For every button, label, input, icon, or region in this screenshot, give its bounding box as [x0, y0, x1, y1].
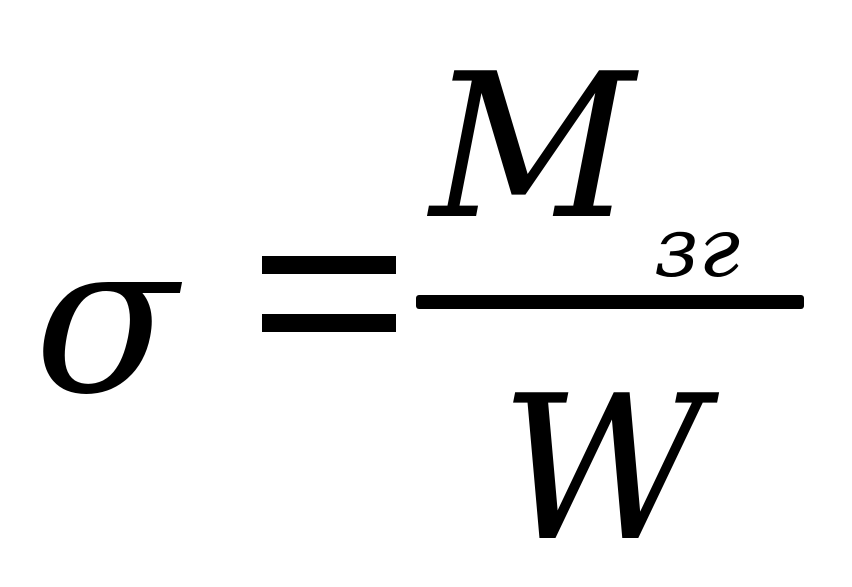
sigma-symbol: σ — [34, 196, 178, 441]
numerator-subscript: зг — [654, 201, 741, 296]
fraction-bar — [416, 295, 804, 309]
numerator-moment-symbol: M — [430, 31, 635, 264]
equals-sign-top-bar — [262, 256, 396, 274]
equals-sign-bottom-bar — [262, 314, 396, 332]
denominator-section-modulus-symbol: W — [500, 353, 706, 586]
